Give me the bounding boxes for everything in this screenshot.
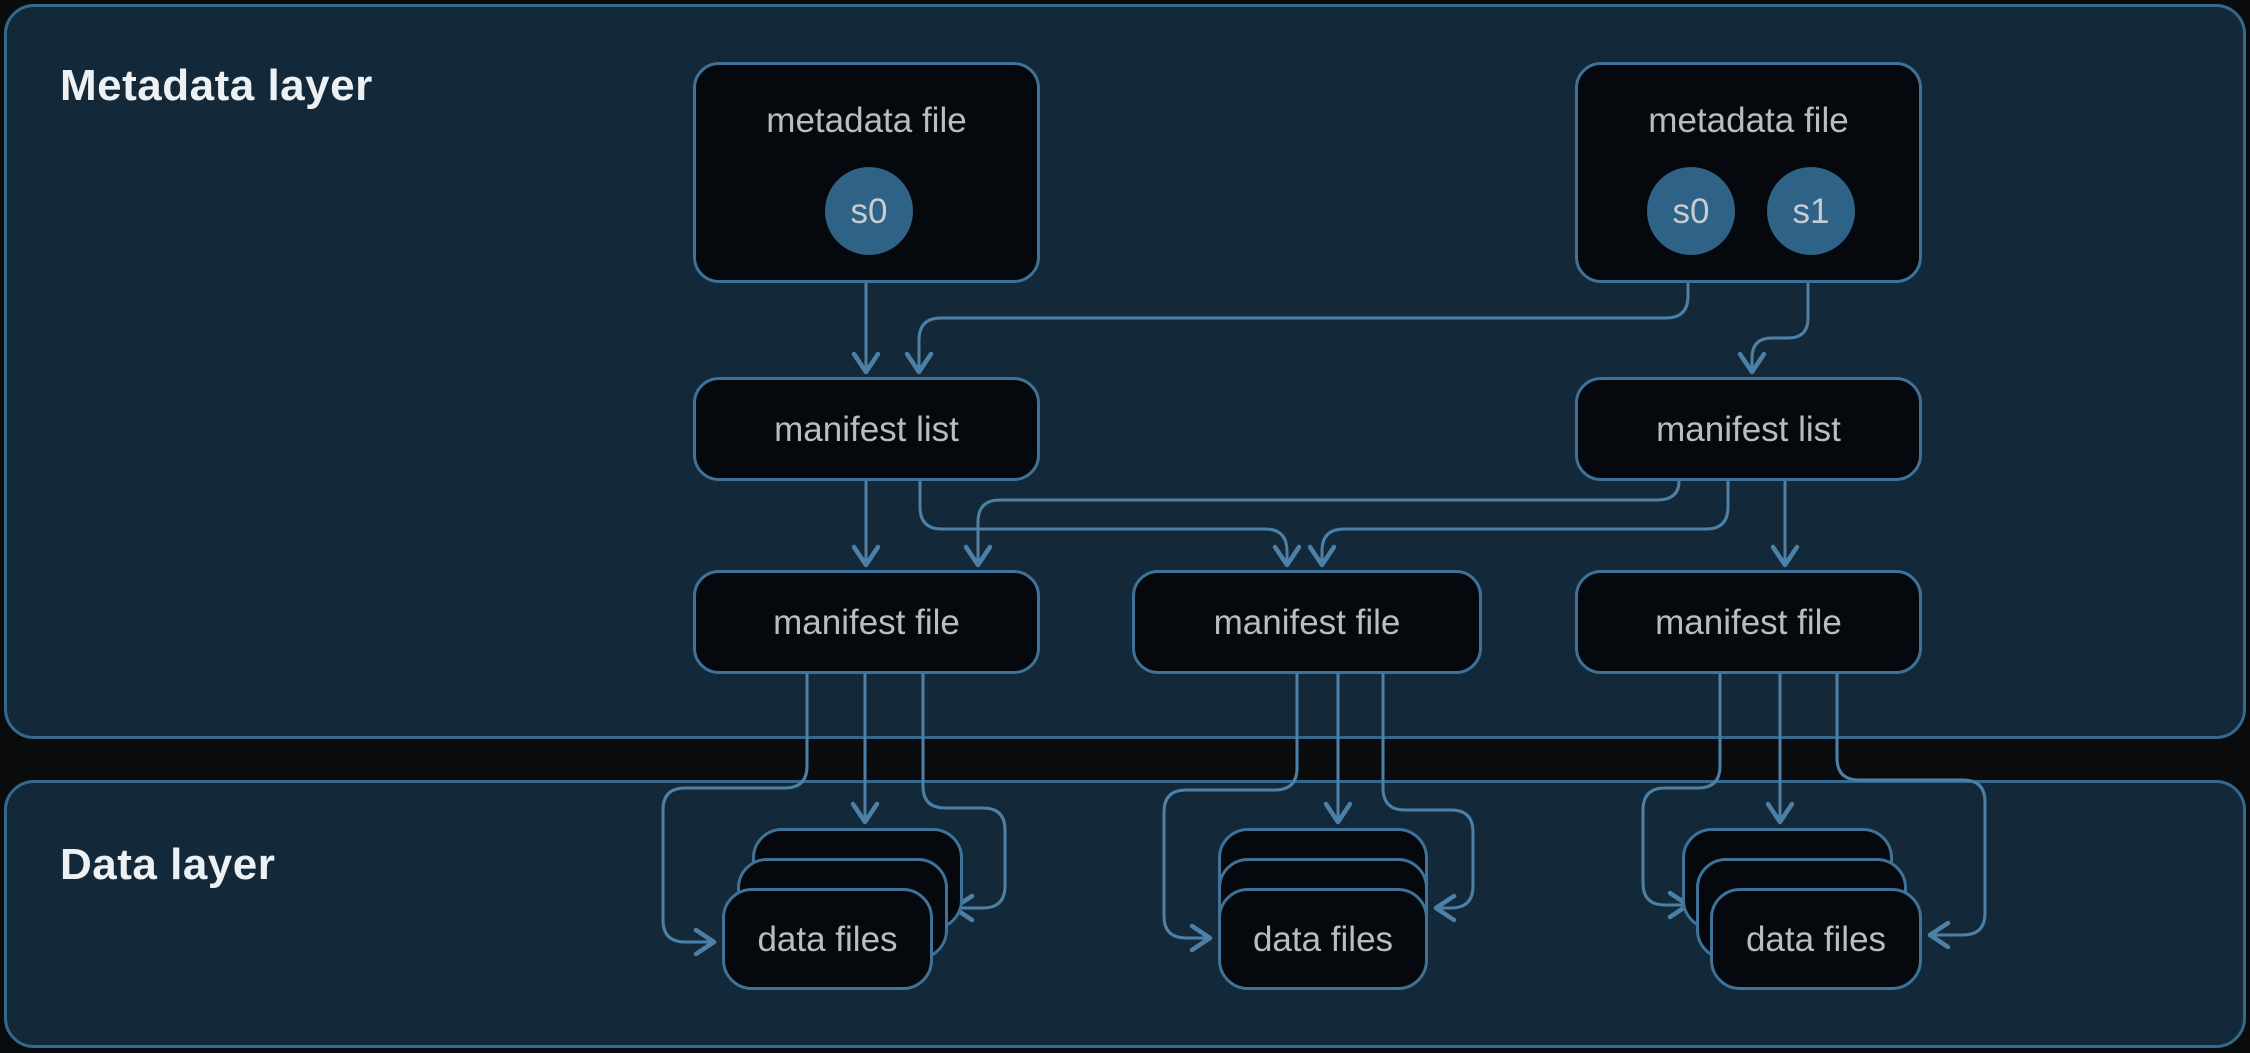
node-label: data files xyxy=(757,919,898,959)
metadata-layer-title: Metadata layer xyxy=(60,61,373,110)
edge-right-manifest-list-to-left-manifest-file xyxy=(963,480,1681,568)
snapshot-s1-badge: s1 xyxy=(1767,167,1855,255)
node-manifest-file-right: manifest file xyxy=(1575,570,1922,674)
node-label: manifest file xyxy=(1655,602,1842,642)
node-label: data files xyxy=(1745,919,1887,959)
node-manifest-list-right: manifest list xyxy=(1575,377,1922,481)
node-metadata-file-right: metadata file s0 s1 xyxy=(1575,62,1922,283)
node-label: metadata file xyxy=(766,101,967,140)
edge-left-manifest-list-to-center-manifest-file xyxy=(918,481,1302,568)
node-label: manifest list xyxy=(774,409,959,449)
node-data-files-right: data files xyxy=(1710,888,1922,990)
edge-right-manifest-list-to-center-manifest-file xyxy=(1307,481,1730,568)
edge-left-manifest-file-to-left-data-files-left xyxy=(661,674,809,957)
edge-right-manifest-file-to-right-data-files-left xyxy=(1641,674,1722,920)
node-manifest-file-center: manifest file xyxy=(1132,570,1482,674)
node-label: manifest file xyxy=(1213,602,1401,642)
node-manifest-file-left: manifest file xyxy=(693,570,1040,674)
node-label: manifest file xyxy=(773,602,960,642)
node-label: manifest list xyxy=(1656,409,1841,449)
edge-center-manifest-file-to-center-data-files-left xyxy=(1162,674,1299,953)
node-label: metadata file xyxy=(1648,101,1849,140)
edge-right-s0-to-left-manifest-list xyxy=(904,255,1690,375)
snapshot-s0-badge: s0 xyxy=(825,167,913,255)
edge-right-s1-to-right-manifest-list xyxy=(1737,255,1810,375)
node-label: data files xyxy=(1252,919,1394,959)
node-manifest-list-left: manifest list xyxy=(693,377,1040,481)
edge-right-manifest-file-to-right-data-files-right xyxy=(1835,674,1987,950)
edge-center-manifest-file-to-center-data-files-right xyxy=(1381,674,1475,923)
edge-left-manifest-file-to-left-data-files-right xyxy=(921,674,1007,923)
snapshot-s0-badge: s0 xyxy=(1647,167,1735,255)
data-layer-title: Data layer xyxy=(60,840,276,889)
node-data-files-center: data files xyxy=(1218,888,1428,990)
node-metadata-file-left: metadata file s0 xyxy=(693,62,1040,283)
node-data-files-left: data files xyxy=(722,888,933,990)
